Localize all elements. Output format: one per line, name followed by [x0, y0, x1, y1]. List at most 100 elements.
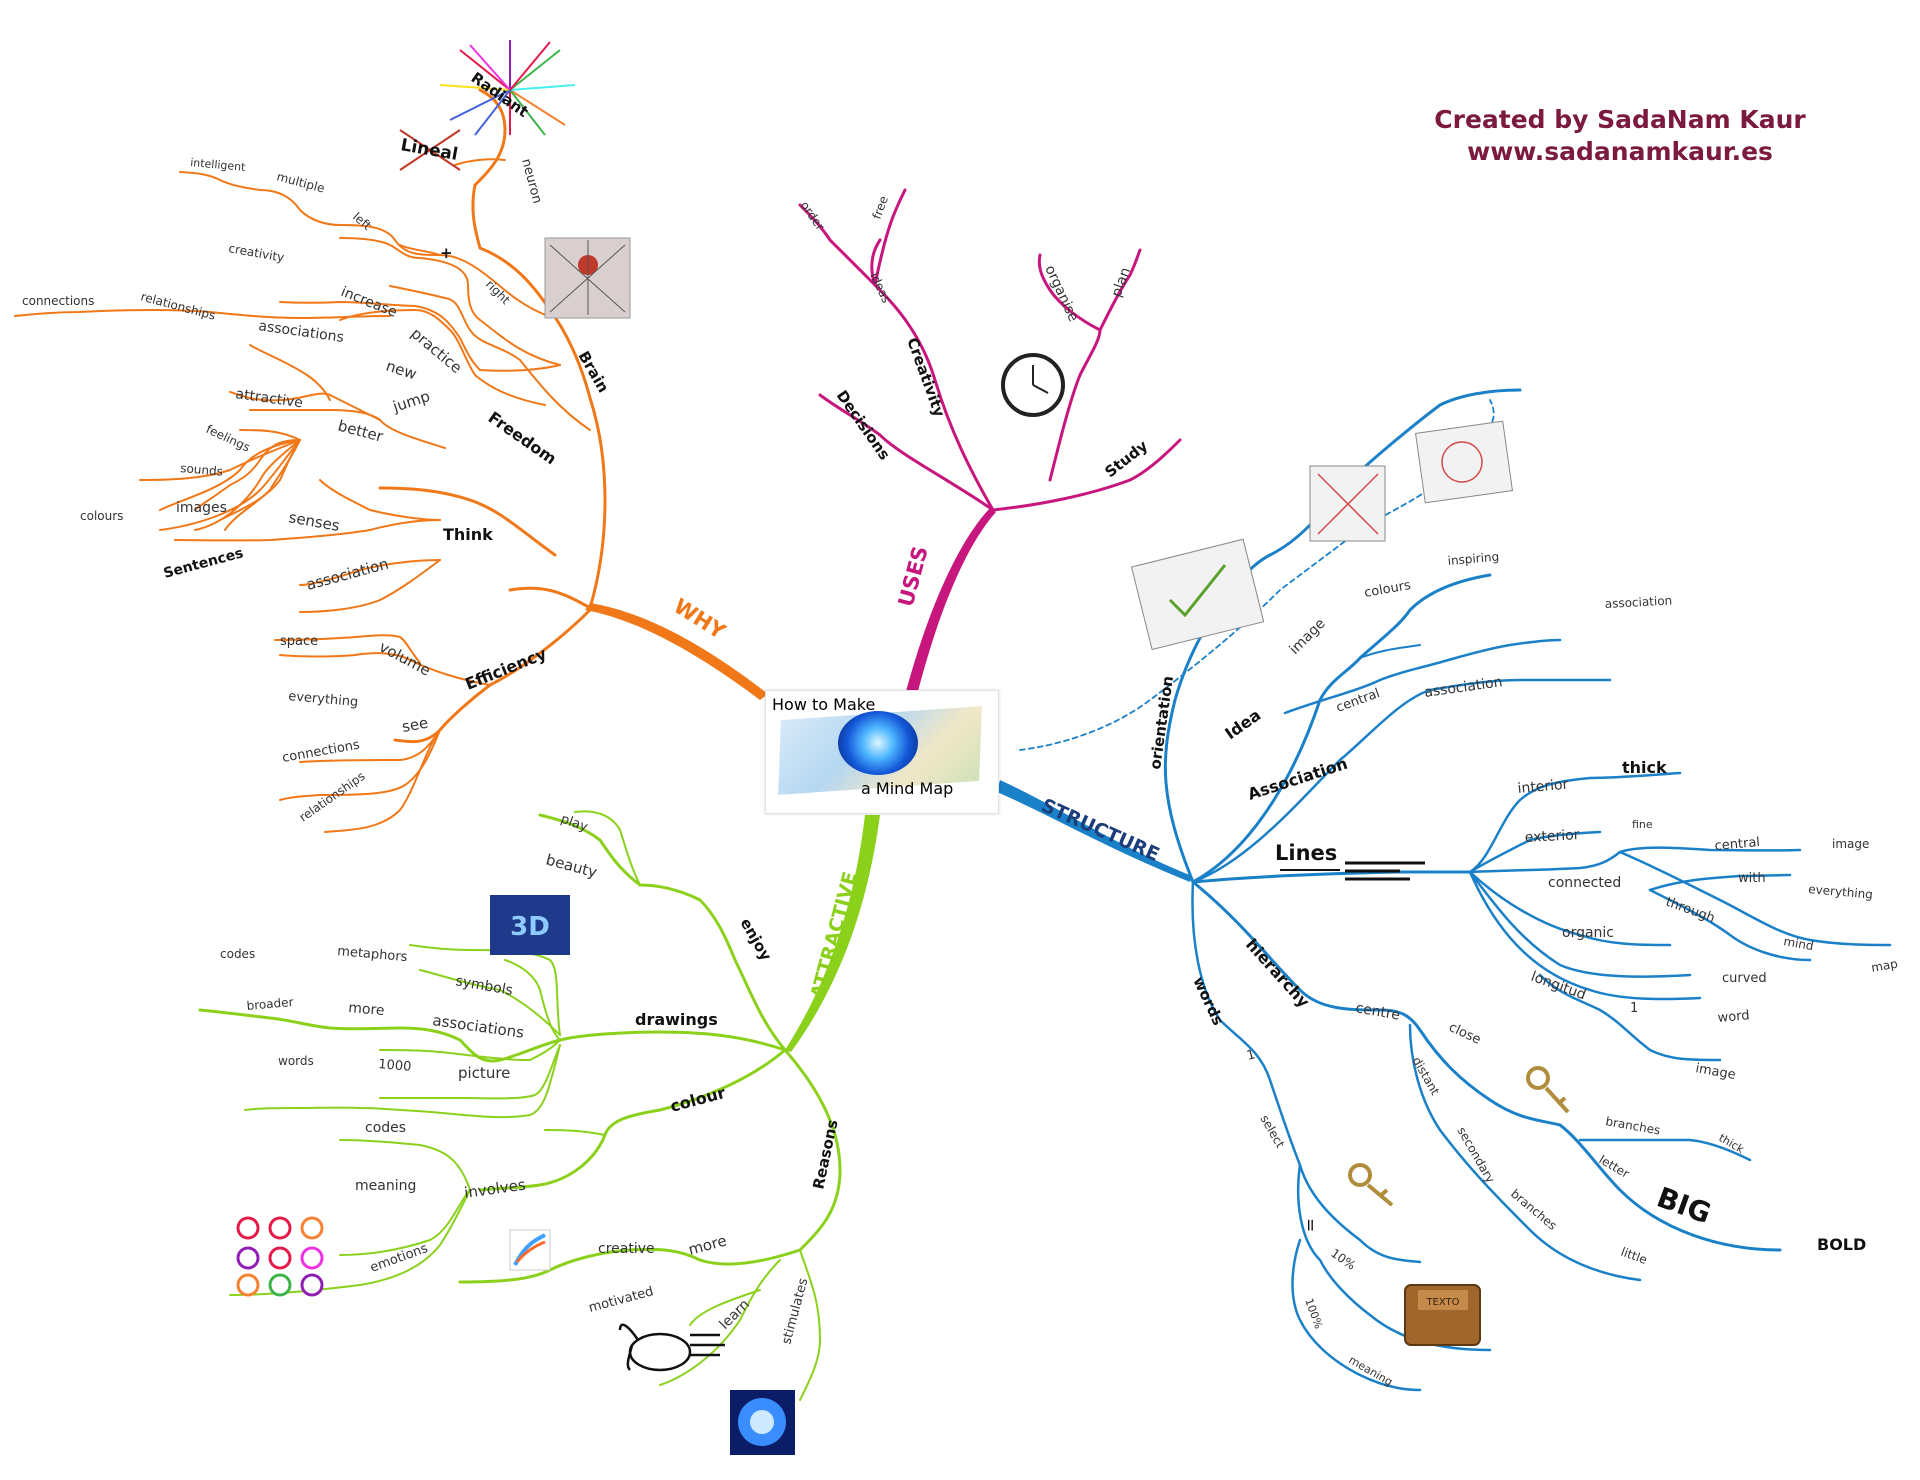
attractive-metaphors-label: metaphors — [337, 944, 409, 965]
why-right-label: right — [483, 277, 513, 307]
why-brain-label: Brain — [575, 348, 613, 396]
structure-organic-label: organic — [1562, 925, 1614, 941]
central-title-line1: How to Make — [772, 695, 876, 714]
attractive-involves-label: involves — [463, 1176, 527, 1202]
structure-words-label: words — [1189, 974, 1227, 1028]
key-icon-bottom — [1348, 1163, 1394, 1207]
uses-organise-label: organise — [1041, 263, 1081, 324]
structure-branches-label: branches — [1604, 1114, 1661, 1137]
attractive-picture-label: picture — [458, 1064, 510, 1082]
attractive-codes2-label: codes — [365, 1120, 406, 1136]
uses-plan-label: plan — [1109, 265, 1134, 299]
central-title-line2: a Mind Map — [861, 779, 954, 798]
structure-one-label: 1 — [1630, 1001, 1638, 1016]
attractive-reasons-label: Reasons — [809, 1118, 841, 1191]
key-icon-top — [1526, 1066, 1570, 1114]
why-plus-label: + — [440, 244, 453, 262]
attractive-thousand-label: 1000 — [378, 1057, 412, 1075]
book-icon: TEXTO — [1404, 1284, 1481, 1346]
attractive-broader-label: broader — [246, 995, 294, 1013]
rabbit-icon — [618, 1323, 725, 1372]
why-increase-label: increase — [339, 284, 400, 321]
structure-connected-label: connected — [1548, 875, 1621, 891]
structure-bold-label: BOLD — [1817, 1235, 1866, 1254]
uses-order-label: order — [798, 199, 828, 233]
attractive-associations-label: associations — [431, 1011, 525, 1042]
structure-centre-label: centre — [1354, 1000, 1401, 1024]
structure-association-main-label: Association — [1245, 754, 1349, 804]
structure-image-label: image — [1287, 616, 1329, 658]
structure-trunk — [997, 780, 1192, 882]
structure-inspiring-label: inspiring — [1447, 550, 1500, 568]
why-images-label: images — [176, 500, 227, 516]
structure-curved-label: curved — [1722, 971, 1767, 986]
uses-trunk — [905, 508, 996, 695]
why-association-label: association — [304, 555, 390, 594]
attractive-more2-label: more — [686, 1231, 728, 1258]
why-intelligent-label: intelligent — [190, 156, 247, 174]
why-associations-label: associations — [257, 318, 344, 346]
author-credit-url[interactable]: www.sadanamkaur.es — [1467, 137, 1773, 166]
central-image: How to Make a Mind Map — [765, 690, 999, 814]
why-jump-label: jump — [390, 387, 432, 416]
why-new-label: new — [384, 357, 419, 384]
attractive-symbols-label: symbols — [454, 973, 514, 999]
lines-underline-icon — [1280, 861, 1425, 881]
why-trunk — [585, 603, 768, 700]
structure-lines-label: Lines — [1275, 841, 1337, 865]
3d-badge-text: 3D — [510, 912, 550, 942]
why-space-label: space — [280, 634, 318, 649]
why-better-label: better — [336, 416, 386, 445]
structure-fine-label: fine — [1632, 818, 1653, 831]
why-think-label: Think — [443, 525, 493, 544]
why-lineal-label: Lineal — [399, 135, 459, 165]
structure-mind-label: mind — [1782, 934, 1814, 953]
structure-interior-label: interior — [1517, 777, 1569, 797]
why-sentences-label: Sentences — [162, 545, 245, 582]
why-connections-label: connections — [22, 294, 94, 308]
why-see-label: see — [401, 714, 430, 736]
author-credit: Created by SadaNam Kaur www.sadanamkaur.… — [1380, 104, 1860, 168]
why-creativity-label: creativity — [227, 241, 285, 265]
structure-idea-label: Idea — [1221, 705, 1264, 743]
structure-main-label: STRUCTURE — [1038, 794, 1163, 866]
why-efficiency-label: Efficiency — [462, 644, 549, 694]
structure-longitud-label: longitud — [1529, 969, 1588, 1004]
why-senses-label: senses — [287, 508, 341, 535]
checkmark-paper-icon — [1130, 538, 1265, 651]
attractive-beauty-label: beauty — [544, 850, 599, 881]
brain-icon — [838, 711, 918, 775]
structure-branch — [1019, 388, 1892, 1392]
attractive-words-label: words — [278, 1054, 314, 1068]
structure-through-label: through — [1664, 895, 1717, 927]
uses-decisions-label: Decisions — [833, 387, 894, 463]
attractive-drawings-label: drawings — [635, 1010, 718, 1029]
3d-badge-icon: 3D — [490, 895, 570, 955]
structure-word-label: word — [1717, 1008, 1750, 1026]
attractive-main-label: ATTRACTIVE — [807, 869, 862, 1001]
rainbow-feather-icon — [509, 1229, 551, 1271]
uses-free-label: free — [870, 194, 891, 221]
emotion-faces-icon — [236, 1216, 324, 1297]
structure-ten-label: 10% — [1328, 1246, 1358, 1273]
structure-hundred-label: 100% — [1302, 1297, 1325, 1331]
attractive-play-label: play — [559, 812, 590, 836]
structure-one2-label: 1 — [1245, 1047, 1257, 1064]
why-feelings-label: feelings — [204, 422, 253, 455]
attractive-colour-label: colour — [668, 1083, 727, 1116]
structure-colours-label: colours — [1363, 578, 1412, 601]
why-branch — [14, 88, 607, 833]
attractive-stimulates-label: stimulates — [779, 1276, 811, 1346]
structure-association-label: association — [1423, 674, 1503, 701]
why-neuron-label: neuron — [518, 157, 544, 205]
why-everything-label: everything — [288, 689, 359, 710]
structure-equals-label: = — [1300, 1218, 1320, 1232]
uses-study-label: Study — [1101, 437, 1151, 482]
clock-icon — [1001, 353, 1065, 417]
structure-thick-label: thick — [1622, 758, 1667, 777]
radiant-burst-icon — [439, 40, 576, 136]
structure-central-label: central — [1334, 686, 1382, 716]
cross-paper-icon — [1309, 465, 1386, 542]
structure-exterior-label: exterior — [1524, 827, 1580, 846]
structure-map-label: map — [1870, 957, 1899, 975]
